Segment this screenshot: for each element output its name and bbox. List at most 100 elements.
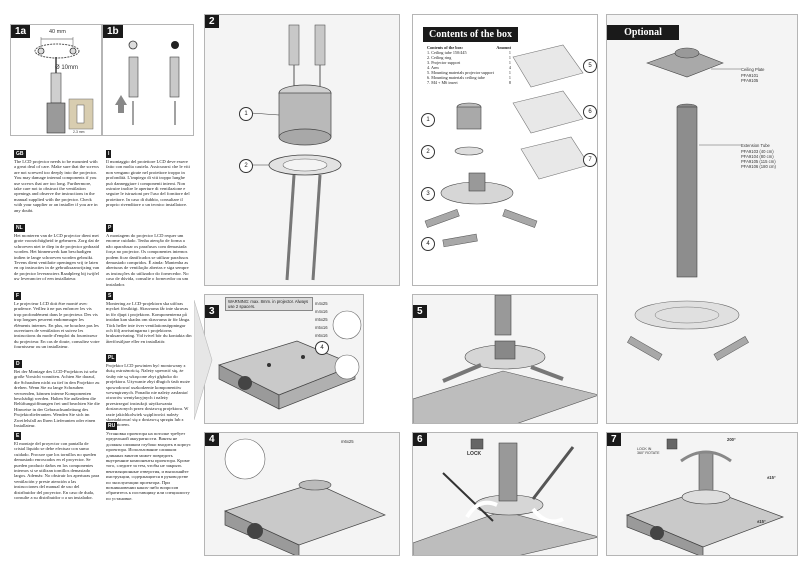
list-item: 3. Projector support <box>427 60 461 65</box>
rotate-label: LOCK IN 360° ROTATE <box>637 447 660 455</box>
text-e: E El montaje del proyector con pantalla … <box>14 432 100 500</box>
text-gb: GB The LCD projector needs to be mounted… <box>14 150 100 213</box>
panel-7-label: 7 <box>607 433 621 446</box>
list-item: 4. Arm <box>427 65 439 70</box>
support-mount-diagram <box>413 295 597 423</box>
panel-1b-label: 1b <box>103 25 123 38</box>
text-column-right: I Il montaggio del proiettore LCD deve e… <box>102 146 194 556</box>
panel-6: 6 LOCK <box>412 432 598 556</box>
instruction-text: El montaje del proyector con pantalla de… <box>14 441 100 501</box>
lang-badge: NL <box>14 224 25 232</box>
lang-badge: GB <box>14 150 26 158</box>
lang-badge: P <box>106 224 114 232</box>
text-i: I Il montaggio del proiettore LCD deve e… <box>106 150 192 208</box>
callout-7: 7 <box>583 153 597 167</box>
list-item: 5. Mounting materials projector support <box>427 70 494 75</box>
contents-title: Contents of the box: <box>427 45 464 50</box>
callout-2: 2 <box>239 159 253 173</box>
instruction-text: Установка проектора на потолке требует п… <box>106 431 191 501</box>
extension-tube-codes: PFA9103 (40 cm) PFA9104 (80 cm) PFA9105 … <box>741 149 776 169</box>
panel-3-label: 3 <box>205 305 219 318</box>
list-item: 2. Ceiling ring <box>427 55 452 60</box>
callout-3: 3 <box>421 187 435 201</box>
lock-label: LOCK <box>467 451 482 457</box>
callout-2: 2 <box>421 145 435 159</box>
list-item-amount: 1 <box>508 60 511 65</box>
callout-1: 1 <box>239 107 253 121</box>
list-item-amount: 1 <box>508 75 511 80</box>
screw-size: m6x25 <box>341 439 354 444</box>
lang-badge: I <box>106 150 112 158</box>
lang-badge: D <box>14 360 22 368</box>
panel-4: 4 m6x25 <box>204 432 400 556</box>
text-pl: PL Projektor LCD powinien być montowany … <box>106 354 192 428</box>
list-item-amount: 1 <box>508 55 511 60</box>
warning-note: WARNING: max. 8mm. in projector. Always … <box>225 297 313 311</box>
instruction-text: The LCD projector needs to be mounted wi… <box>14 159 99 213</box>
panel-4-label: 4 <box>205 433 219 446</box>
ceiling-plate-label: Ceiling Plate <box>741 67 765 72</box>
screw-size: m4x16 <box>315 309 328 314</box>
drilling-diagram <box>34 37 94 134</box>
panel-2-label: 2 <box>205 15 219 28</box>
panel-1b: 1b <box>102 24 194 136</box>
lang-badge: PL <box>106 354 117 362</box>
lang-badge: RU <box>106 422 118 430</box>
lang-badge: E <box>14 432 22 440</box>
panel-contents: Contents of the box Contents of the box:… <box>412 14 598 286</box>
extension-tube-label: Extension Tube <box>741 143 770 148</box>
contents-header: Contents of the box <box>423 27 519 42</box>
text-nl: NL Het monteren van de LCD projector die… <box>14 224 100 282</box>
projector-arm-diagram <box>224 438 386 555</box>
dim-40mm: 40 mm <box>49 29 66 35</box>
callout-1: 1 <box>421 113 435 127</box>
contents-parts-diagram <box>424 44 590 248</box>
list-item-amount: 1 <box>508 50 511 55</box>
projector-screws-diagram <box>218 310 362 410</box>
instruction-text: Het monteren van de LCD projector dient … <box>14 233 100 282</box>
instruction-text: Montering av LCD-projektorn ska utföras … <box>106 301 192 344</box>
callout-4: 4 <box>315 341 329 355</box>
text-d: D Bei der Montage des LCD-Projektors ist… <box>14 360 100 428</box>
ceiling-plate-codes: PFA9101 PFA9105 <box>741 73 759 83</box>
instruction-text: Le projecteur LCD doit être monté avec p… <box>14 301 100 350</box>
panel-optional: Optional Ceiling Plate PFA9101 PFA9105 E… <box>606 14 798 424</box>
optional-parts-diagram <box>627 47 749 361</box>
panel-3: 3 WARNING: max. 8mm. in projector. Alway… <box>204 294 364 424</box>
contents-list: Contents of the box: Amount 1. Ceiling t… <box>427 45 511 85</box>
lang-badge: F <box>14 292 22 300</box>
panel-6-label: 6 <box>413 433 427 446</box>
instruction-text: Projektor LCD powinien być montowany z d… <box>106 363 190 428</box>
arrow-divider <box>194 300 213 420</box>
panel-5: 5 <box>412 294 598 424</box>
list-item-amount: 1 <box>508 70 511 75</box>
callout-6: 6 <box>583 105 597 119</box>
optional-header: Optional <box>607 25 679 40</box>
panel-1a: 1a 40 mm Ø 10mm 2-3 mm <box>10 24 102 136</box>
panel-5-label: 5 <box>413 305 427 318</box>
lock-diagram <box>413 438 597 555</box>
contents-amount-label: Amount <box>496 45 511 50</box>
instruction-text: A montagem do projector LCD requer um en… <box>106 233 189 287</box>
screw-size: m4x25 <box>315 301 328 306</box>
callout-4: 4 <box>421 237 435 251</box>
angle-label: 200° <box>727 437 736 442</box>
tilt-label-bottom: ±15° <box>757 519 766 524</box>
instruction-text: Il montaggio del proiettore LCD deve ess… <box>106 159 190 208</box>
instruction-text: Bei der Montage des LCD-Projektors ist s… <box>14 369 100 429</box>
lang-badge: S <box>106 292 114 300</box>
panel-2: 2 1 2 <box>204 14 400 286</box>
ceiling-tube-diagram <box>250 24 342 281</box>
dim-depth: 2-3 mm <box>73 130 85 134</box>
panel-7: 7 LOCK IN 360° ROTATE 200° ±15° ±15° <box>606 432 798 556</box>
text-f: F Le projecteur LCD doit être monté avec… <box>14 292 100 350</box>
wall-plug-diagram <box>115 40 180 125</box>
list-item: 1. Ceiling tube 150/445 <box>427 50 467 55</box>
screw-size: m5x16 <box>315 325 328 330</box>
tilt-label: ±15° <box>767 475 776 480</box>
list-item-amount: 4 <box>508 65 511 70</box>
list-item: 6. Mounting materials ceiling tube <box>427 75 485 80</box>
text-s: S Montering av LCD-projektorn ska utföra… <box>106 292 192 344</box>
panel-1a-label: 1a <box>11 25 31 38</box>
rotation-diagram <box>625 438 785 555</box>
